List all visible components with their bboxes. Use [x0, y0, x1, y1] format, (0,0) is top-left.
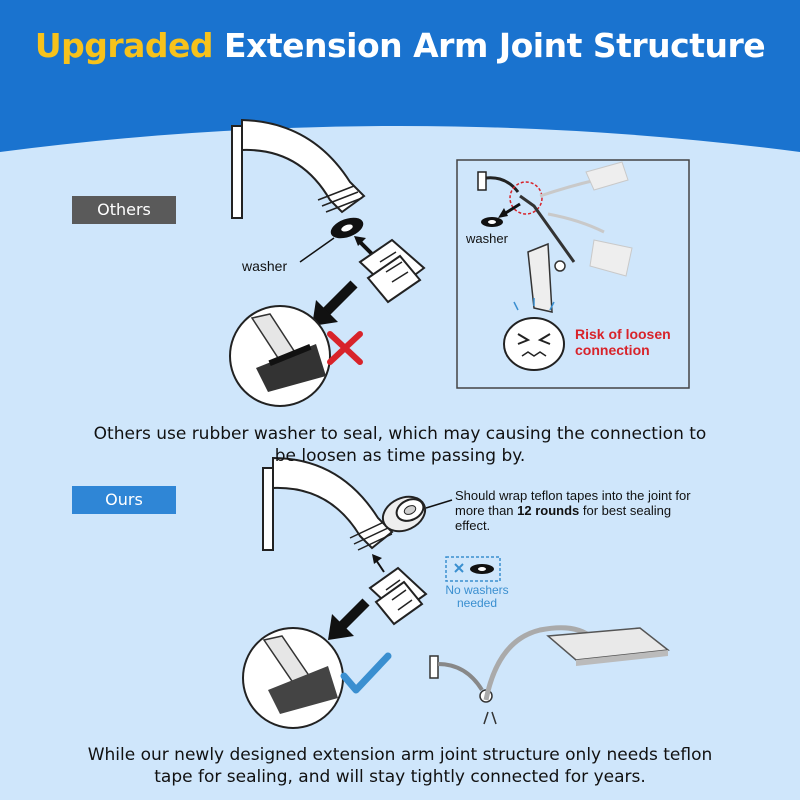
no-washers-box [445, 556, 501, 582]
arrow-down-left-icon [312, 280, 358, 326]
no-washers-label: No washers needed [437, 584, 517, 610]
ours-shower-arm [262, 456, 394, 551]
red-cross-icon [327, 331, 363, 365]
ours-product-image [429, 625, 670, 725]
blue-check-icon [340, 652, 392, 694]
header-banner [0, 0, 800, 152]
title-rest: Extension Arm Joint Structure [213, 26, 766, 65]
arrow-up-icon [372, 554, 385, 573]
ours-caption-line-1: While our newly designed extension arm j… [87, 745, 713, 765]
inset-washer-label: washer [466, 231, 508, 246]
others-caption-line-1: Others use rubber washer to seal, which … [93, 424, 707, 444]
risk-line-1: Risk of loosen [575, 326, 671, 342]
teflon-tape-icon [381, 495, 453, 533]
others-shower-arm [231, 118, 366, 219]
washer-icon [299, 217, 364, 263]
note-bold: 12 rounds [517, 503, 580, 518]
others-threaded-fitting [358, 238, 426, 304]
ours-caption-line-2: tape for sealing, and will stay tightly … [154, 767, 646, 787]
note-after: for best sealing effect. [455, 503, 672, 533]
others-tag: Others [72, 196, 176, 224]
arrow-up-left-icon [354, 236, 374, 256]
risk-label: Risk of loosen connection [575, 326, 705, 358]
others-inset-box [456, 159, 690, 389]
ours-threaded-fitting [368, 566, 428, 626]
risk-line-2: connection [575, 342, 650, 358]
ours-tag: Ours [72, 486, 176, 514]
no-washers-line-1: No washers [445, 583, 509, 597]
arrow-down-left-icon [328, 598, 370, 640]
no-washers-line-2: needed [456, 596, 498, 610]
blue-cross-icon [454, 563, 464, 573]
teflon-note: Should wrap teflon tapes into the joint … [455, 488, 695, 533]
page-title: Upgraded Extension Arm Joint Structure [0, 26, 800, 65]
note-before: Should wrap teflon tapes into the joint … [455, 488, 691, 518]
washer-label: washer [242, 258, 288, 274]
ours-joint-detail [242, 627, 344, 729]
inset-washer-icon [481, 202, 521, 227]
title-highlight: Upgraded [34, 26, 214, 65]
others-caption-line-2: be loosen as time passing by. [274, 446, 526, 466]
ours-caption: While our newly designed extension arm j… [40, 744, 760, 788]
others-caption: Others use rubber washer to seal, which … [40, 423, 760, 467]
frown-face-icon [503, 298, 565, 371]
others-joint-detail [229, 305, 331, 407]
